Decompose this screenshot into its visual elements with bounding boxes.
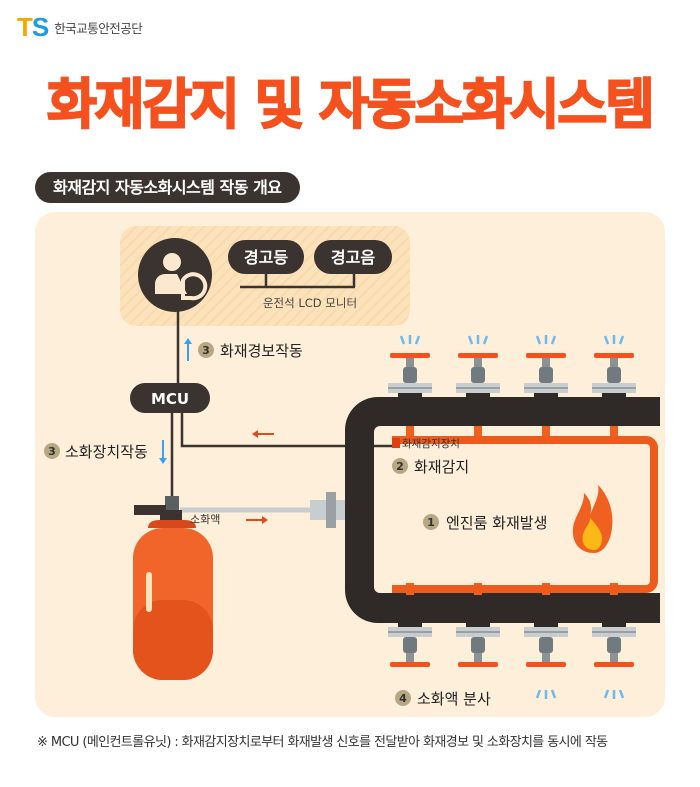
main-pipe — [345, 397, 660, 623]
org-name: 한국교통안전공단 — [54, 20, 143, 36]
step-num: 4 — [399, 692, 407, 705]
step-num: 1 — [427, 516, 435, 529]
step-label-extinguisher: 소화장치작동 — [65, 443, 148, 461]
sensor-icon — [392, 438, 400, 448]
step-num: 3 — [48, 445, 56, 458]
logo: TS 한국교통안전공단 — [17, 12, 143, 42]
footnote: ※ MCU (메인컨트롤유닛) : 화재감지장치로부터 화재발생 신호를 전달받… — [37, 735, 608, 750]
section-subtitle: 화재감지 자동소화시스템 작동 개요 — [35, 172, 300, 203]
page-title: 화재감지 및 자동소화시스템 — [46, 72, 656, 137]
warning-lamp-label: 경고등 — [244, 248, 288, 267]
ts-logo-mark: TS — [17, 12, 49, 42]
logo-s: S — [31, 12, 49, 42]
driver-icon — [138, 238, 212, 312]
agent-label: 소화액 — [190, 513, 220, 526]
step-label-spray: 소화액 분사 — [417, 690, 491, 708]
sensor-label: 화재감지장치 — [402, 438, 460, 450]
mcu-label: MCU — [151, 390, 189, 408]
logo-t: T — [17, 12, 33, 42]
step-num: 2 — [396, 460, 404, 473]
warning-sound-label: 경고음 — [331, 248, 375, 267]
mcu-pill — [130, 383, 210, 413]
step-badge-3b — [44, 443, 60, 459]
sensor-loop — [392, 436, 658, 593]
warning-lamp-pill — [228, 240, 304, 274]
fire-icon — [572, 485, 613, 553]
step-label-fire: 엔진룸 화재발생 — [446, 514, 547, 532]
extinguisher-icon — [133, 492, 350, 680]
step-label-detect: 화재감지 — [414, 458, 469, 476]
step-label-alarm: 화재경보작동 — [220, 342, 303, 360]
step-num: 3 — [202, 344, 210, 357]
step-badge-3a — [198, 342, 214, 358]
monitor-caption: 운전석 LCD 모니터 — [263, 296, 357, 310]
warning-sound-pill — [314, 240, 392, 274]
